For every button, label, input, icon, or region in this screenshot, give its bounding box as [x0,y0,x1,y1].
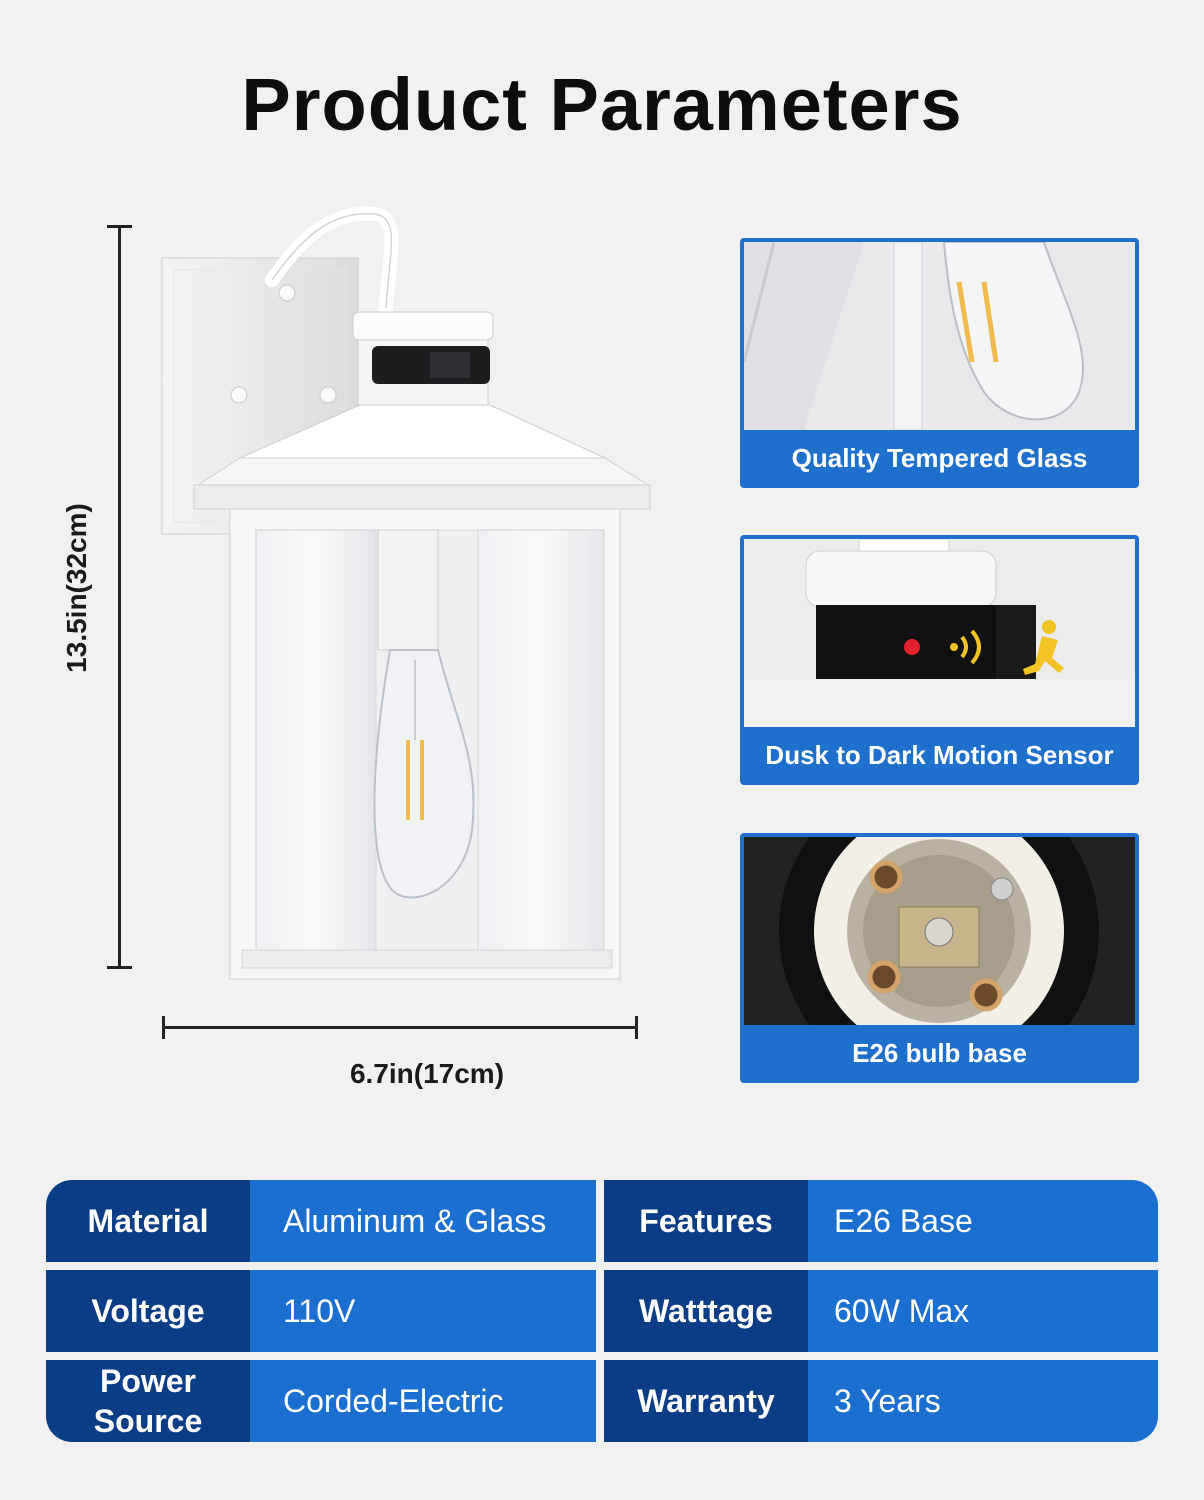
motion-sensor-photo-icon [744,539,1135,727]
page-title: Product Parameters [241,63,963,146]
height-dimension-line [107,225,132,969]
feature-card-bulb-base: E26 bulb base [740,833,1139,1083]
feature-caption: Quality Tempered Glass [791,443,1088,473]
spec-key: Features [604,1180,808,1262]
spec-key: Material [46,1180,250,1262]
spec-row: Material Aluminum & Glass Features E26 B… [46,1180,1158,1262]
spec-key: Power Source [46,1360,250,1442]
spec-key: Warranty [604,1360,808,1442]
spec-key: Watttage [604,1270,808,1352]
spec-row: Voltage 110V Watttage 60W Max [46,1270,1158,1352]
width-dimension-line [162,1016,638,1039]
feature-caption: E26 bulb base [852,1038,1027,1068]
feature-card-tempered-glass: Quality Tempered Glass [740,238,1139,488]
spec-value: 60W Max [808,1270,1158,1352]
spec-value: E26 Base [808,1180,1158,1262]
spec-value: Aluminum & Glass [250,1180,596,1262]
spec-key: Voltage [46,1270,250,1352]
spec-value: 3 Years [808,1360,1158,1442]
spec-key-line: Power [99,1363,196,1399]
spec-key-line: Source [93,1403,203,1439]
spec-value: 110V [250,1270,596,1352]
wall-lantern-image [161,206,651,980]
spec-table: Material Aluminum & Glass Features E26 B… [46,1180,1158,1442]
spec-value: Corded-Electric [250,1360,596,1442]
bulb-base-photo-icon [744,837,1135,1025]
spec-row: Power Source Corded-Electric Warranty 3 … [46,1360,1158,1442]
tempered-glass-photo-icon [744,242,1135,430]
width-dimension-label: 6.7in(17cm) [349,1058,505,1089]
feature-caption: Dusk to Dark Motion Sensor [765,740,1114,770]
feature-card-motion-sensor: Dusk to Dark Motion Sensor [740,535,1139,785]
